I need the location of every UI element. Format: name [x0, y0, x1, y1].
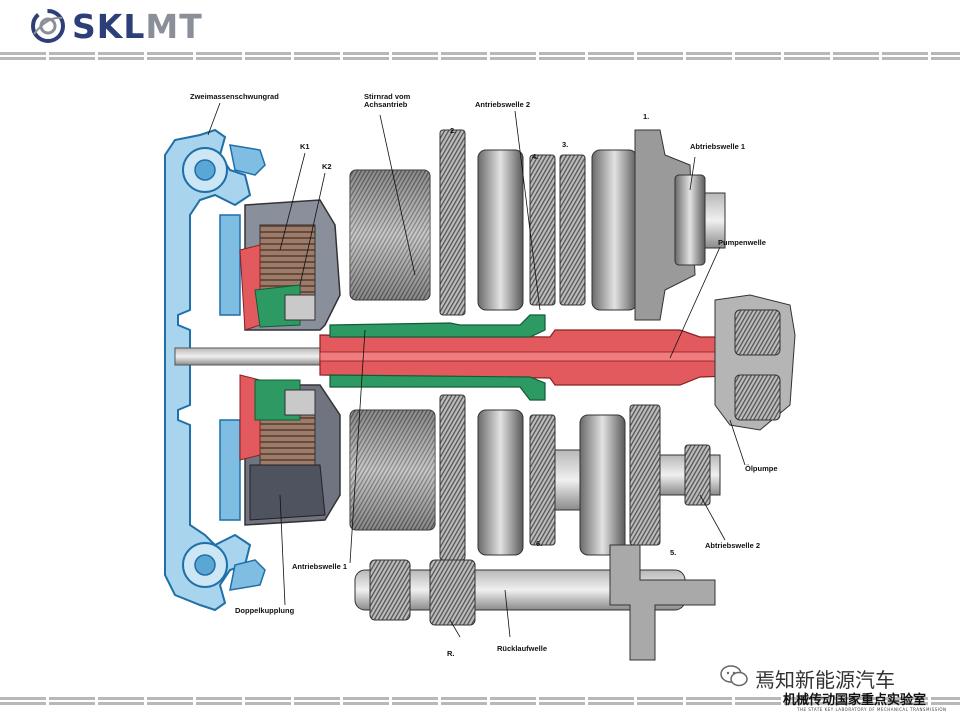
reverse-shaft: [354, 544, 716, 661]
label-reverse: R.: [447, 649, 455, 658]
label-reverse-shaft: Rücklaufwelle: [497, 644, 548, 653]
label-input-shaft-1: Antriebswelle 1: [292, 562, 348, 571]
label-double-clutch: Doppelkupplung: [235, 606, 295, 615]
header: SKLMT: [0, 0, 960, 62]
label-gear-2: 2.: [450, 126, 457, 135]
label-spur-gear-final-drive: Stirnrad vom Achsantrieb: [364, 92, 411, 110]
label-dual-mass-flywheel: Zweimassenschwungrad: [190, 92, 279, 101]
double-clutch: [239, 199, 341, 526]
watermark-name: 焉知新能源汽车: [755, 668, 895, 692]
transmission-cutaway: [164, 102, 796, 661]
label-output-shaft-2: Abtriebswelle 2: [705, 541, 761, 550]
watermark-subtitle: 机械传动国家重点实验室: [783, 693, 927, 708]
oil-pump: [714, 294, 796, 431]
watermark: 焉知新能源汽车 机械传动国家重点实验室 THE STATE KEY LABORA…: [705, 660, 955, 718]
label-gear-1: 1.: [643, 112, 650, 121]
label-output-shaft-1: Abtriebswelle 1: [690, 142, 746, 151]
logo-mark-icon: [31, 9, 65, 43]
label-gear-5: 5.: [670, 548, 677, 557]
label-pump-shaft: Pumpenwelle: [718, 238, 766, 247]
label-k1: K1: [300, 142, 310, 151]
upper-gears: [349, 129, 726, 321]
leader-lines: [207, 102, 746, 638]
label-gear-6: 6.: [536, 539, 543, 548]
label-input-shaft-2: Antriebswelle 2: [475, 100, 531, 109]
lower-gears: [349, 394, 721, 561]
watermark-small-print: THE STATE KEY LABORATORY OF MECHANICAL T…: [797, 707, 947, 712]
label-gear-4: 4.: [532, 152, 539, 161]
header-divider: [0, 52, 960, 60]
dual-mass-flywheel: [164, 128, 266, 612]
logo: SKLMT: [30, 6, 230, 46]
footer-divider: [0, 697, 960, 705]
label-oil-pump: Ölpumpe: [745, 464, 778, 473]
label-k2: K2: [322, 162, 332, 171]
logo-text: SKLMT: [72, 6, 203, 46]
transmission-diagram: Zweimassenschwungrad K1 K2 Stirnrad vom …: [160, 75, 810, 680]
wechat-icon: [720, 665, 748, 687]
label-gear-3: 3.: [562, 140, 569, 149]
